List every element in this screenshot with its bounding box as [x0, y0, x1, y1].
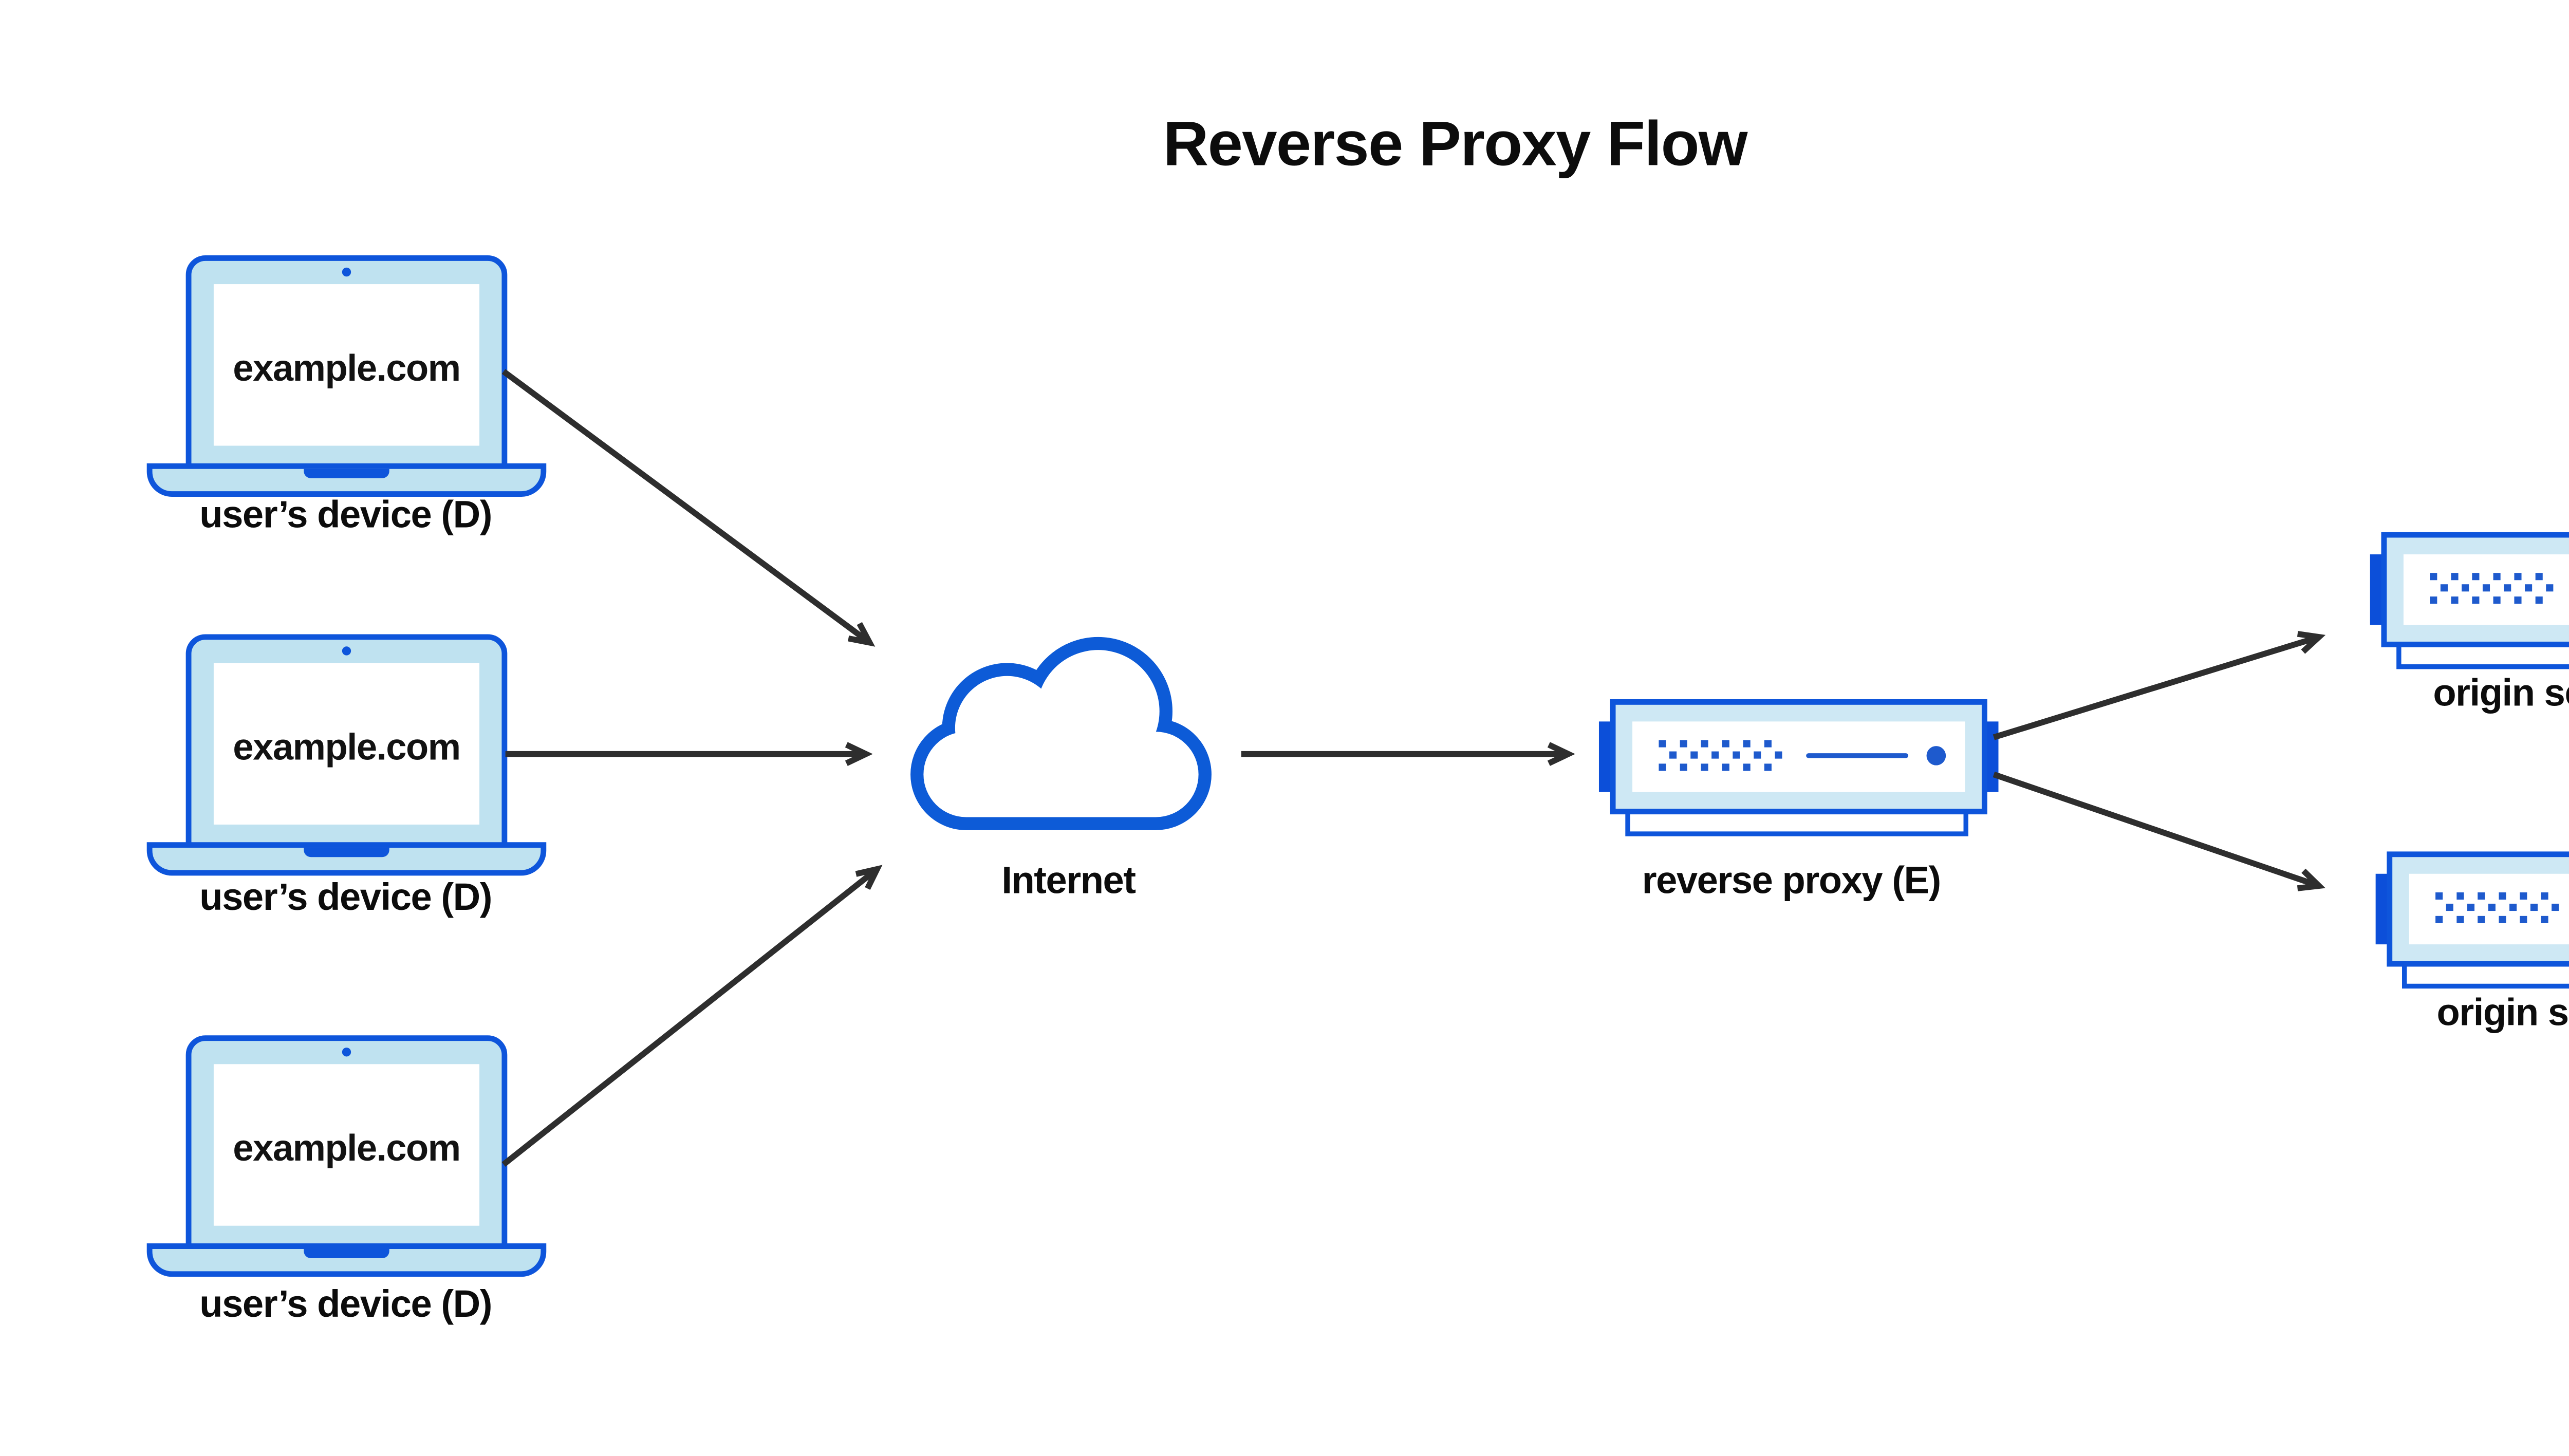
- device-screen-text: example.com: [233, 348, 460, 389]
- arrow-device1-to-internet: [501, 369, 876, 647]
- reverse-proxy: [1599, 702, 1999, 834]
- internet-cloud-icon: [910, 637, 1212, 830]
- reverse-proxy-label: reverse proxy (E): [1642, 859, 1941, 902]
- origin-server-2-label: origin server (F): [2437, 991, 2569, 1033]
- user-device-2: example.com: [150, 637, 544, 873]
- user-device-1: example.com: [150, 258, 544, 494]
- arrow-device3-to-internet: [501, 865, 883, 1167]
- arrow-proxy-to-origin1: [1993, 631, 2326, 740]
- device-screen-text: example.com: [233, 1128, 460, 1169]
- page-title: Reverse Proxy Flow: [1163, 109, 1748, 179]
- origin-server-2: [2376, 854, 2569, 986]
- user-device-1-label: user’s device (D): [199, 493, 492, 536]
- user-device-3-label: user’s device (D): [199, 1282, 492, 1325]
- server-icon: [1599, 702, 1999, 834]
- internet-label: Internet: [1001, 859, 1135, 902]
- server-icon: [2370, 535, 2569, 667]
- origin-server-1-label: origin server (F): [2433, 671, 2569, 714]
- user-device-3: example.com: [150, 1038, 544, 1274]
- user-device-2-label: user’s device (D): [199, 875, 492, 918]
- server-icon: [2376, 854, 2569, 986]
- device-screen-text: example.com: [233, 726, 460, 768]
- arrow-proxy-to-origin2: [1993, 771, 2326, 891]
- origin-server-1: [2370, 535, 2569, 667]
